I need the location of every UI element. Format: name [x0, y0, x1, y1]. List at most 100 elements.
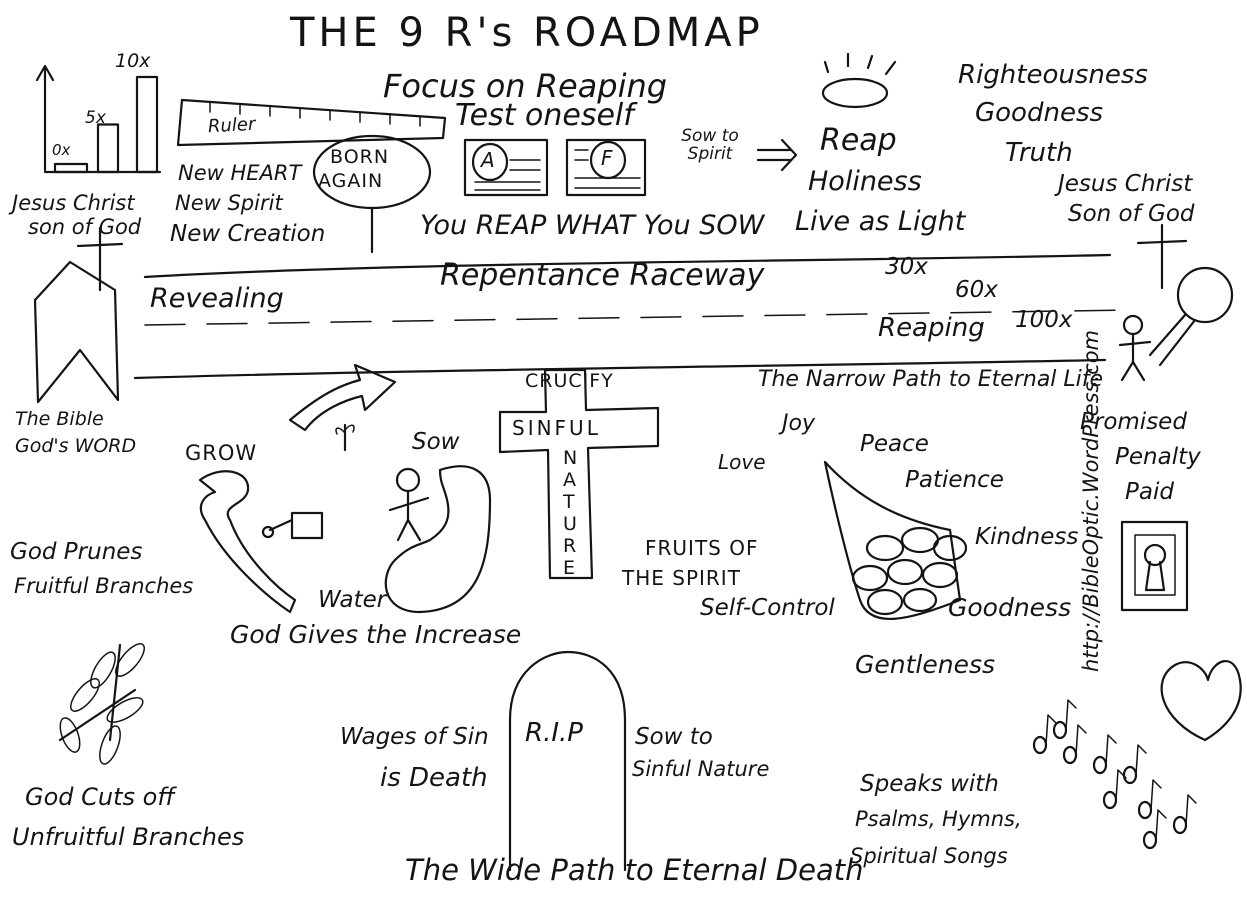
music-notes-icon [1032, 699, 1197, 850]
bible-icon [33, 260, 120, 404]
music-note [1102, 790, 1118, 810]
revealing-label: Revealing [150, 283, 284, 314]
cornucopia-icon [823, 460, 968, 620]
music-note [1122, 765, 1138, 785]
crucify-label: CRUCIFY [525, 370, 614, 392]
bar-label-10x: 10x [115, 50, 151, 72]
sow-u-shape [384, 465, 492, 614]
music-note [1142, 830, 1158, 850]
righteousness-label: Righteousness [958, 60, 1148, 90]
new-heart: New HEART [178, 161, 302, 185]
sprout-icon [335, 423, 355, 452]
test-oneself: Test oneself [455, 98, 634, 133]
grow-label: GROW [185, 441, 258, 465]
narrow-path: The Narrow Path to Eternal Life [758, 367, 1104, 392]
goodness-top-label: Goodness [975, 98, 1104, 128]
gods-word: God's WORD [15, 435, 137, 457]
music-note-stem [1105, 734, 1117, 766]
reap-what-you-sow: You REAP WHAT You SOW [420, 210, 765, 241]
music-note-stem [1115, 769, 1127, 801]
multiplier-bar [53, 162, 89, 174]
jesus-christ-right: Jesus Christ [1058, 171, 1193, 197]
god-prunes: God Prunes [10, 539, 143, 565]
u-turn-arrow [198, 470, 297, 614]
music-note [1052, 720, 1068, 740]
gentleness-label: Gentleness [855, 650, 996, 679]
sower-figure [388, 467, 430, 542]
sow-to: Sow to [635, 724, 713, 750]
truth-label: Truth [1005, 138, 1073, 168]
unfruitful-branches: Unfruitful Branches [12, 823, 245, 851]
focus-on-reaping: Focus on Reaping [383, 67, 668, 105]
halo-icon [821, 52, 897, 109]
repentance-raceway: Repentance Raceway [440, 258, 765, 293]
tombstone-icon [508, 650, 627, 872]
music-note [1062, 745, 1078, 765]
psalms-hymns: Psalms, Hymns, [855, 807, 1022, 831]
nature-letter: U [563, 513, 578, 535]
reaping-label: Reaping [878, 313, 985, 343]
the-spirit: THE SPIRIT [622, 566, 741, 590]
blog-url: http://BibleOptic.WordPress.com [1079, 329, 1103, 672]
son-of-god-left: son of God [28, 215, 142, 239]
multiplier-60x: 60x [955, 277, 998, 303]
music-note [1172, 815, 1188, 835]
holiness-label: Holiness [808, 166, 922, 197]
new-creation: New Creation [170, 221, 326, 247]
joy-label: Joy [782, 411, 815, 436]
nature-letter: E [563, 557, 577, 579]
music-note-stem [1135, 744, 1147, 776]
watering-can-icon [261, 511, 324, 540]
bar-label-5x: 5x [85, 108, 106, 128]
music-note-stem [1045, 714, 1057, 746]
god-gives-increase: God Gives the Increase [230, 620, 522, 649]
music-note-stem [1065, 699, 1077, 731]
ball-and-chain [1148, 266, 1234, 367]
sinful-nature-cross [498, 368, 660, 580]
wide-path: The Wide Path to Eternal Death [405, 853, 864, 887]
penalty-label: Penalty [1115, 444, 1201, 470]
rip-label: R.I.P [525, 718, 583, 748]
fruits-of: FRUITS OF [645, 536, 759, 560]
cross-icon-right [1136, 223, 1188, 290]
music-note [1092, 755, 1108, 775]
music-note-stem [1155, 809, 1167, 841]
goodness-label: Goodness [948, 593, 1072, 622]
god-cuts-off: God Cuts off [25, 783, 175, 811]
ruler-label: Ruler [207, 113, 256, 138]
runner-figure [1118, 314, 1152, 382]
multiplier-bar [96, 123, 120, 174]
grade-f: F [601, 146, 613, 170]
nature-letter: R [563, 535, 578, 557]
is-death: is Death [380, 763, 488, 793]
spiritual-songs: Spiritual Songs [850, 844, 1008, 868]
bar-label-0x: 0x [52, 141, 71, 159]
born-again-bubble [312, 134, 432, 254]
patience-label: Patience [905, 467, 1004, 493]
water-label: Water [318, 587, 387, 613]
music-note-stem [1075, 724, 1087, 756]
fruitful-branches: Fruitful Branches [14, 574, 194, 598]
music-note-stem [1185, 794, 1197, 826]
multiplier-30x: 30x [885, 254, 928, 280]
sinful-label: SINFUL [512, 416, 601, 440]
again-label: AGAIN [318, 170, 384, 192]
grade-a: A [481, 148, 495, 172]
speaks-with: Speaks with [860, 771, 999, 797]
sow-label: Sow [412, 429, 460, 455]
fruitful-branch-icon [58, 643, 145, 765]
live-as-light: Live as Light [795, 206, 966, 237]
sow-to-spirit: Sow to Spirit [681, 126, 739, 164]
kindness-label: Kindness [975, 524, 1079, 550]
promised-label: Promised [1080, 409, 1187, 435]
music-note [1032, 735, 1048, 755]
multiplier-bar [135, 75, 159, 174]
repentance-raceway-road [133, 253, 1131, 380]
keyhole-door-icon [1120, 520, 1189, 612]
music-note-stem [1150, 779, 1162, 811]
the-bible: The Bible [15, 408, 104, 430]
ruler-drawing [176, 98, 447, 147]
wages-of-sin: Wages of Sin [340, 724, 489, 750]
test-paper-f [565, 138, 647, 197]
